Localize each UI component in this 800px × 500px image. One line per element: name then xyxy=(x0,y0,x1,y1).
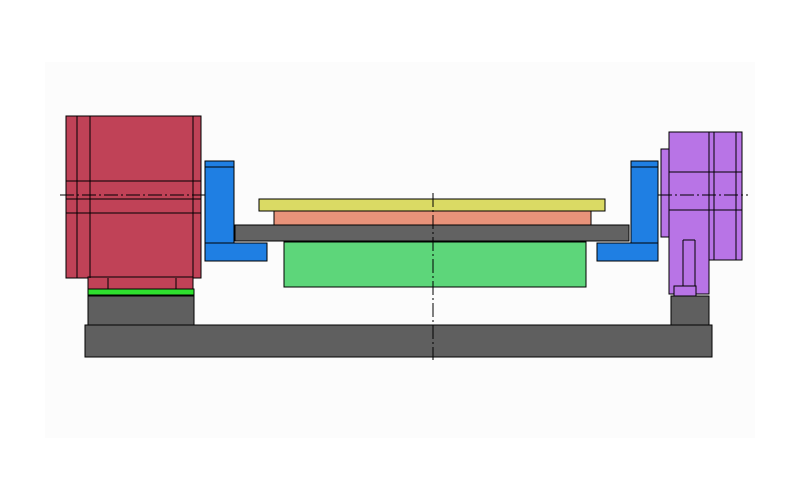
green-shim xyxy=(87,288,195,296)
base-beam xyxy=(84,324,713,358)
right-motor-housing xyxy=(660,131,743,297)
yellow-plate xyxy=(258,198,606,212)
green-block xyxy=(283,241,587,288)
left-pedestal xyxy=(87,295,195,326)
left-bracket xyxy=(204,160,268,262)
right-bracket xyxy=(596,160,659,262)
left-motor-housing xyxy=(65,115,202,290)
dark-plate xyxy=(234,224,630,242)
right-pedestal xyxy=(670,295,710,326)
